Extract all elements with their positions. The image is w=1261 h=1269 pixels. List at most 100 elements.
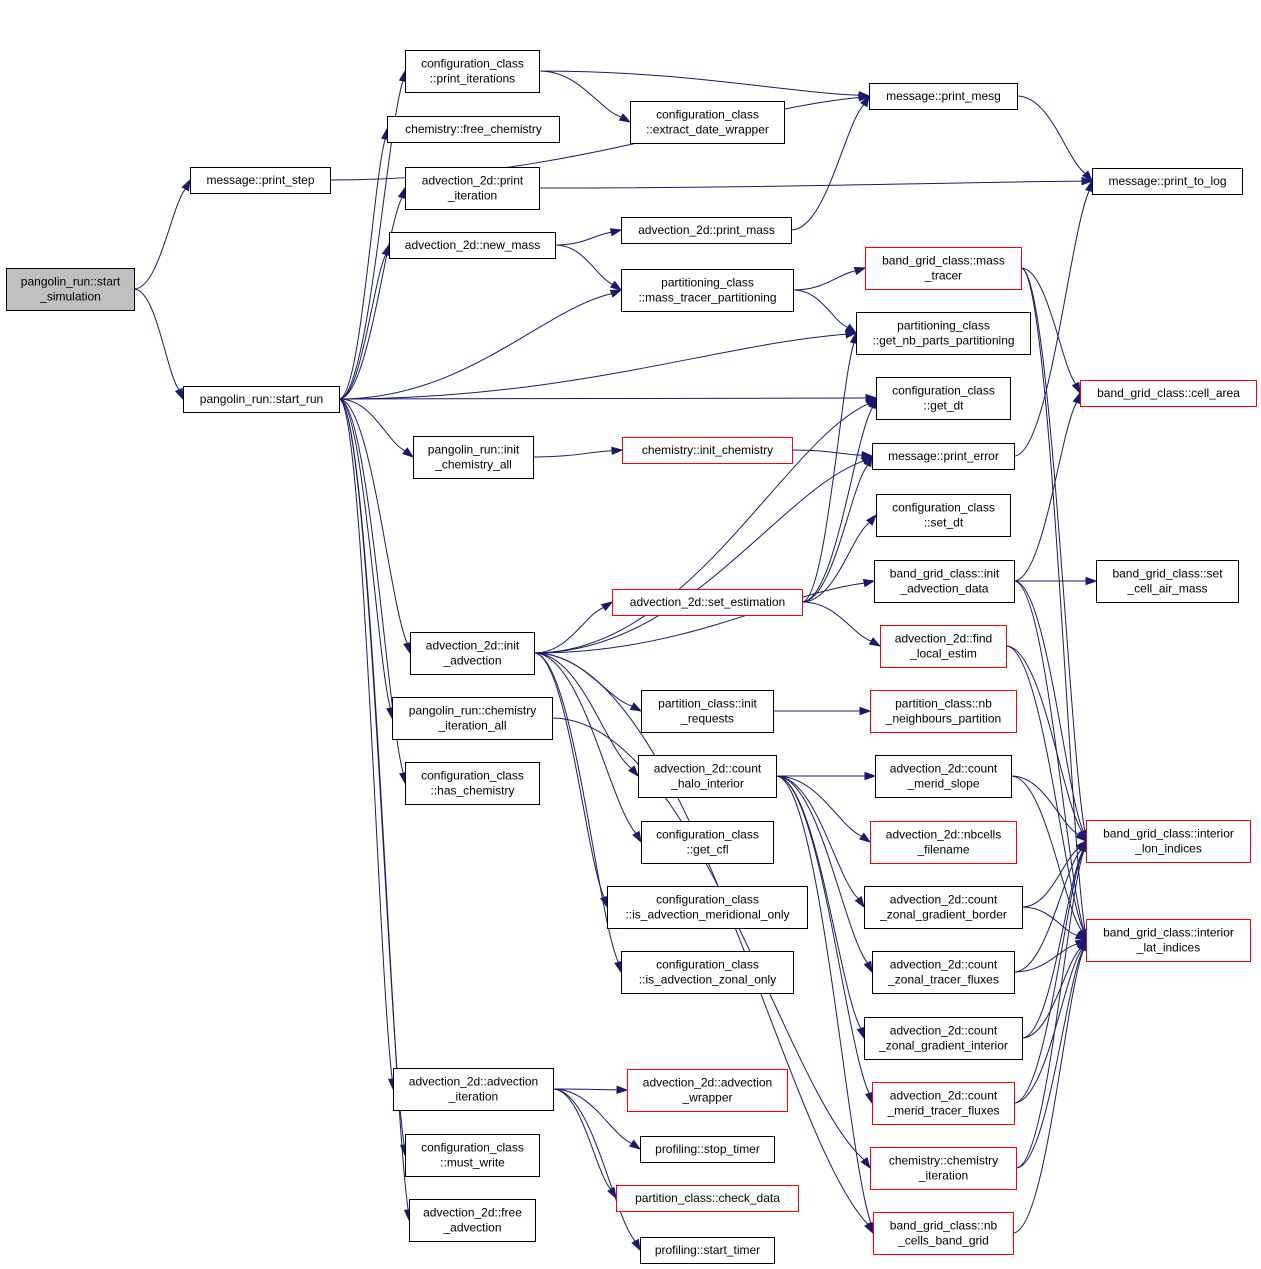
node-box[interactable]: [865, 247, 1022, 290]
node-box[interactable]: [872, 1082, 1015, 1125]
node-box[interactable]: [869, 83, 1018, 110]
node-print-step[interactable]: message::print_step: [190, 167, 331, 194]
node-box[interactable]: [870, 1147, 1017, 1190]
node-box[interactable]: [405, 167, 540, 210]
node-box[interactable]: [1086, 919, 1251, 962]
node-box[interactable]: [876, 494, 1011, 537]
node-box[interactable]: [410, 632, 535, 675]
node-box[interactable]: [621, 269, 794, 312]
node-set-estimation[interactable]: advection_2d::set_estimation: [612, 589, 803, 616]
node-stop-timer[interactable]: profiling::stop_timer: [640, 1136, 775, 1163]
node-box[interactable]: [405, 762, 540, 805]
node-box[interactable]: [641, 821, 774, 864]
node-init-advection-data[interactable]: band_grid_class::init_advection_data: [874, 560, 1015, 603]
node-get-dt[interactable]: configuration_class::get_dt: [876, 377, 1011, 420]
node-box[interactable]: [393, 1068, 554, 1111]
node-box[interactable]: [413, 436, 534, 479]
node-box[interactable]: [641, 690, 774, 733]
node-free-advection[interactable]: advection_2d::free_advection: [409, 1199, 536, 1242]
node-box[interactable]: [880, 625, 1007, 668]
node-box[interactable]: [621, 951, 794, 994]
node-is-zonal-only[interactable]: configuration_class::is_advection_zonal_…: [621, 951, 794, 994]
node-interior-lon[interactable]: band_grid_class::interior_lon_indices: [1086, 820, 1251, 863]
node-mass-tracer-partitioning[interactable]: partitioning_class::mass_tracer_partitio…: [621, 269, 794, 312]
node-box[interactable]: [1080, 380, 1257, 407]
node-new-mass[interactable]: advection_2d::new_mass: [389, 232, 556, 259]
node-init-advection[interactable]: advection_2d::init_advection: [410, 632, 535, 675]
node-box[interactable]: [872, 443, 1015, 470]
node-box[interactable]: [640, 1237, 775, 1264]
node-box[interactable]: [870, 821, 1017, 864]
node-start-timer[interactable]: profiling::start_timer: [640, 1237, 775, 1264]
node-box[interactable]: [638, 755, 777, 798]
node-box[interactable]: [6, 268, 135, 311]
node-free-chemistry[interactable]: chemistry::free_chemistry: [387, 116, 560, 143]
node-check-data[interactable]: partition_class::check_data: [616, 1185, 799, 1212]
node-count-zonal-grad-border[interactable]: advection_2d::count_zonal_gradient_borde…: [864, 886, 1023, 929]
node-box[interactable]: [874, 560, 1015, 603]
node-has-chemistry[interactable]: configuration_class::has_chemistry: [405, 762, 540, 805]
node-nb-neighbours[interactable]: partition_class::nb_neighbours_partition: [870, 690, 1017, 733]
node-box[interactable]: [875, 755, 1012, 798]
node-box[interactable]: [864, 886, 1023, 929]
node-box[interactable]: [872, 951, 1015, 994]
node-extract-date-wrapper[interactable]: configuration_class::extract_date_wrappe…: [630, 101, 785, 144]
node-find-local-estim[interactable]: advection_2d::find_local_estim: [880, 625, 1007, 668]
node-box[interactable]: [1096, 560, 1239, 603]
node-interior-lat[interactable]: band_grid_class::interior_lat_indices: [1086, 919, 1251, 962]
node-nb-cells-band-grid[interactable]: band_grid_class::nb_cells_band_grid: [873, 1212, 1014, 1255]
node-print-iterations[interactable]: configuration_class::print_iterations: [405, 50, 540, 93]
node-start-simulation[interactable]: pangolin_run::start_simulation: [6, 268, 135, 311]
node-box[interactable]: [640, 1136, 775, 1163]
node-init-chemistry[interactable]: chemistry::init_chemistry: [622, 437, 793, 464]
node-box[interactable]: [630, 101, 785, 144]
node-init-chemistry-all[interactable]: pangolin_run::init_chemistry_all: [413, 436, 534, 479]
node-box[interactable]: [1086, 820, 1251, 863]
node-adv-print-iteration[interactable]: advection_2d::print_iteration: [405, 167, 540, 210]
node-box[interactable]: [389, 232, 556, 259]
node-box[interactable]: [409, 1199, 536, 1242]
node-box[interactable]: [873, 1212, 1014, 1255]
node-box[interactable]: [856, 312, 1031, 355]
node-chemistry-iteration[interactable]: chemistry::chemistry_iteration: [870, 1147, 1017, 1190]
node-box[interactable]: [621, 217, 792, 244]
node-box[interactable]: [622, 437, 793, 464]
node-count-halo-interior[interactable]: advection_2d::count_halo_interior: [638, 755, 777, 798]
node-box[interactable]: [190, 167, 331, 194]
node-advection-iteration[interactable]: advection_2d::advection_iteration: [393, 1068, 554, 1111]
node-chemistry-iteration-all[interactable]: pangolin_run::chemistry_iteration_all: [392, 697, 553, 740]
node-print-error[interactable]: message::print_error: [872, 443, 1015, 470]
node-must-write[interactable]: configuration_class::must_write: [405, 1134, 540, 1177]
node-set-dt[interactable]: configuration_class::set_dt: [876, 494, 1011, 537]
node-box[interactable]: [607, 886, 808, 929]
node-print-to-log[interactable]: message::print_to_log: [1092, 168, 1243, 195]
node-box[interactable]: [405, 1134, 540, 1177]
node-box[interactable]: [612, 589, 803, 616]
node-box[interactable]: [392, 697, 553, 740]
node-count-zonal-grad-interior[interactable]: advection_2d::count_zonal_gradient_inter…: [864, 1017, 1023, 1060]
node-get-cfl[interactable]: configuration_class::get_cfl: [641, 821, 774, 864]
node-box[interactable]: [1092, 168, 1243, 195]
node-box[interactable]: [627, 1069, 788, 1112]
node-count-merid-slope[interactable]: advection_2d::count_merid_slope: [875, 755, 1012, 798]
node-box[interactable]: [616, 1185, 799, 1212]
node-box[interactable]: [387, 116, 560, 143]
node-count-merid-tracer-fluxes[interactable]: advection_2d::count_merid_tracer_fluxes: [872, 1082, 1015, 1125]
node-set-cell-air-mass[interactable]: band_grid_class::set_cell_air_mass: [1096, 560, 1239, 603]
node-cell-area[interactable]: band_grid_class::cell_area: [1080, 380, 1257, 407]
node-print-mass[interactable]: advection_2d::print_mass: [621, 217, 792, 244]
node-count-zonal-tracer-fluxes[interactable]: advection_2d::count_zonal_tracer_fluxes: [872, 951, 1015, 994]
node-box[interactable]: [876, 377, 1011, 420]
node-nbcells-filename[interactable]: advection_2d::nbcells_filename: [870, 821, 1017, 864]
node-print-mesg[interactable]: message::print_mesg: [869, 83, 1018, 110]
node-init-requests[interactable]: partition_class::init_requests: [641, 690, 774, 733]
node-get-nb-parts[interactable]: partitioning_class::get_nb_parts_partiti…: [856, 312, 1031, 355]
node-mass-tracer[interactable]: band_grid_class::mass_tracer: [865, 247, 1022, 290]
node-box[interactable]: [864, 1017, 1023, 1060]
node-box[interactable]: [870, 690, 1017, 733]
node-advection-wrapper[interactable]: advection_2d::advection_wrapper: [627, 1069, 788, 1112]
node-box[interactable]: [183, 386, 340, 413]
node-start-run[interactable]: pangolin_run::start_run: [183, 386, 340, 413]
node-is-merid-only[interactable]: configuration_class::is_advection_meridi…: [607, 886, 808, 929]
node-box[interactable]: [405, 50, 540, 93]
